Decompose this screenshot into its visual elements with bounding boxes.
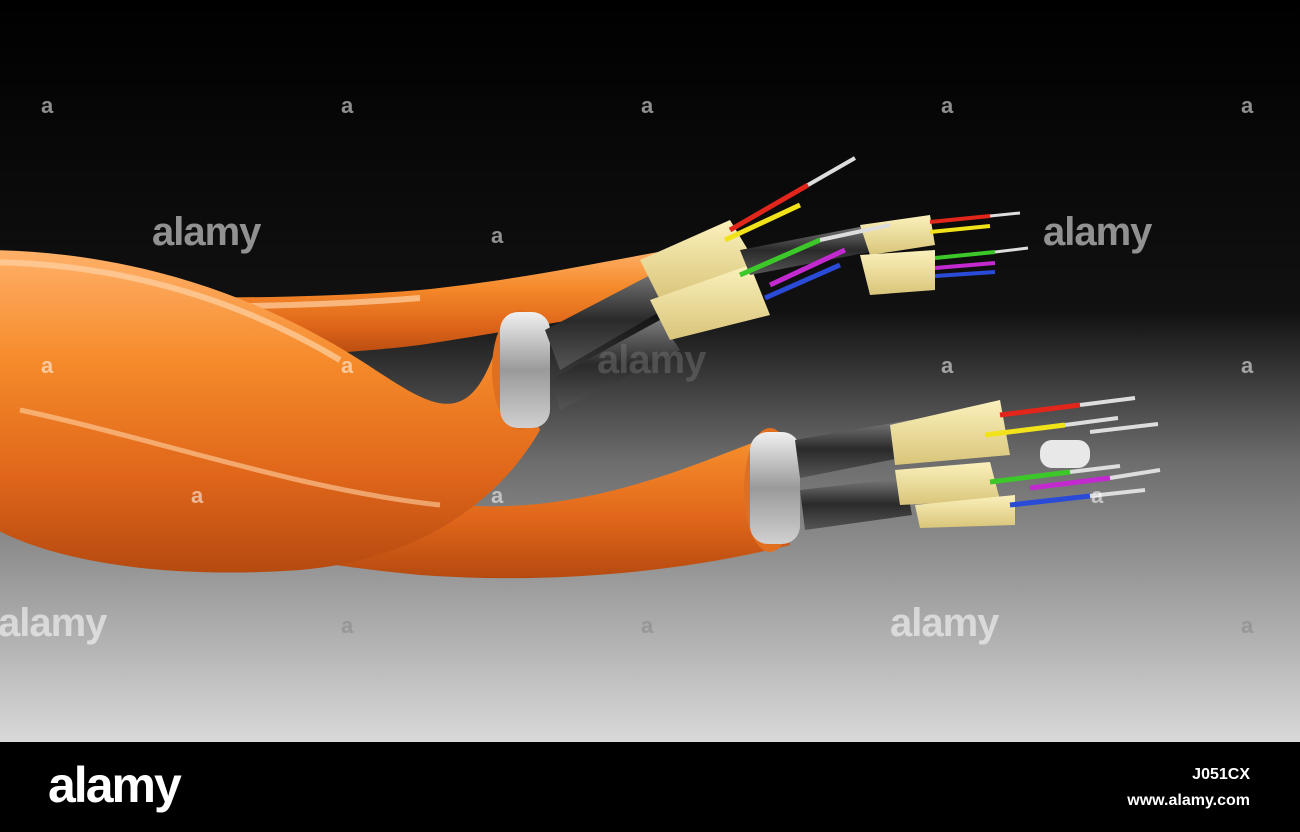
lower-cable-end <box>744 396 1161 552</box>
watermark-mark: a <box>341 93 354 118</box>
watermark-mark: a <box>191 483 204 508</box>
watermark-mark: a <box>1241 93 1254 118</box>
watermark-mark: a <box>1241 613 1254 638</box>
watermark-mark: a <box>941 93 954 118</box>
watermark-word: alamy <box>1043 210 1152 254</box>
watermark-mark: a <box>941 353 954 378</box>
lower-cable <box>0 250 790 579</box>
site-url: www.alamy.com <box>1127 792 1250 809</box>
cable-illustration <box>0 0 1300 742</box>
watermark-word: alamy <box>0 601 107 645</box>
fiber-optic-cable-photo: alamy alamy alamy alamy alamy a a a a a … <box>0 0 1300 742</box>
watermark-mark: a <box>1091 483 1104 508</box>
watermark-word: alamy <box>890 601 999 645</box>
upper-cable-end <box>492 156 1029 430</box>
watermark-mark: a <box>41 93 54 118</box>
watermark-mark: a <box>491 223 504 248</box>
watermark-mark: a <box>641 93 654 118</box>
footer-bar: alamy J051CX www.alamy.com <box>0 742 1300 832</box>
brand-logo: alamy <box>48 757 182 813</box>
watermark-word: alamy <box>597 338 706 382</box>
watermark-mark: a <box>341 613 354 638</box>
watermark-mark: a <box>41 353 54 378</box>
image-id: J051CX <box>1192 766 1250 783</box>
watermark-mark: a <box>1241 353 1254 378</box>
watermark-mark: a <box>641 613 654 638</box>
watermark-word: alamy <box>152 210 261 254</box>
watermark-mark: a <box>341 353 354 378</box>
watermark-mark: a <box>491 483 504 508</box>
